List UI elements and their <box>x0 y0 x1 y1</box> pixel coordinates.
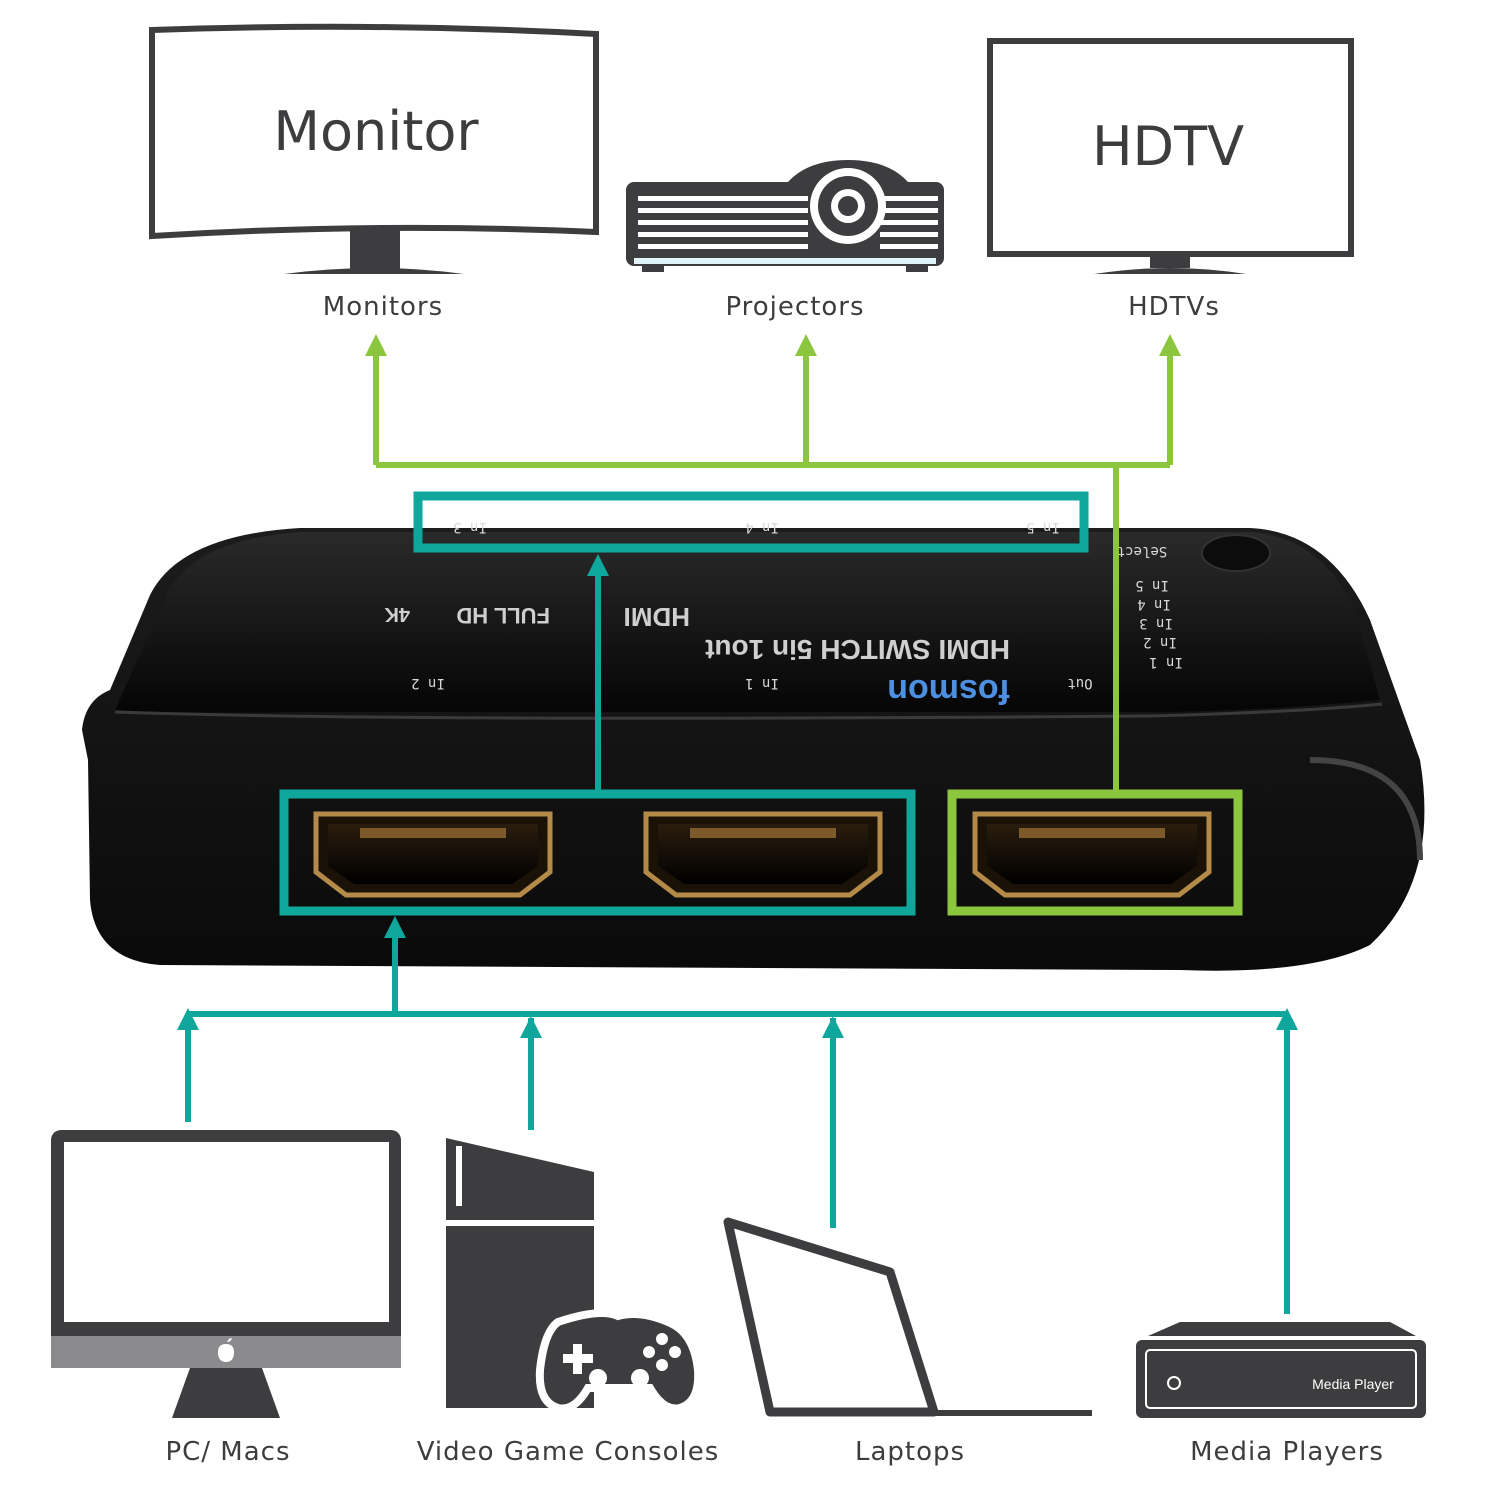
projector-output: Projectors <box>626 160 944 322</box>
port-label-in3: In 3 <box>453 519 487 535</box>
hdmi-badge: HDMI <box>624 602 690 632</box>
port-label-out: Out <box>1067 675 1092 691</box>
port-label-in2: In 2 <box>411 675 445 691</box>
input-arrows <box>185 572 1290 1314</box>
tv-icon <box>987 38 1354 257</box>
media-players-label: Media Players <box>1190 1437 1384 1467</box>
imac-stand <box>172 1368 280 1418</box>
media-player-top <box>1148 1322 1416 1336</box>
arrow-to-rear-inputs <box>587 554 609 576</box>
console-slot <box>456 1146 462 1206</box>
port-label-in1: In 1 <box>745 675 779 691</box>
laptop-icon <box>723 1217 939 1417</box>
monitor-base <box>284 268 464 274</box>
led-label-in2: In 2 <box>1143 634 1177 650</box>
apple-logo-icon <box>218 1338 234 1362</box>
arrow-to-hdtvs <box>1159 334 1181 356</box>
arrow-to-projectors <box>795 334 817 356</box>
device-top-face <box>115 532 1380 713</box>
port-label-in4: In 4 <box>745 519 779 535</box>
tv-stand <box>1150 254 1190 268</box>
brand-logo-text: fosmon <box>887 672 1010 710</box>
output-arrowheads <box>365 334 1181 356</box>
led-label-in4: In 4 <box>1137 596 1171 612</box>
media-player-source: Media Player Media Players <box>1136 1322 1426 1467</box>
power-button-icon <box>1167 1376 1181 1390</box>
product-name-text: HDMI SWITCH 5in 1out <box>705 634 1010 665</box>
input-arrowheads <box>177 554 1298 1038</box>
video-game-consoles-label: Video Game Consoles <box>417 1437 720 1467</box>
led-labels: In 5 In 4 In 3 In 2 In 1 <box>1135 577 1183 670</box>
gamepad-dpad-icon <box>563 1344 593 1374</box>
led-label-in3: In 3 <box>1139 615 1173 631</box>
rear-inputs-highlight <box>413 491 1089 553</box>
projector-light-strip <box>634 258 936 264</box>
hdtv-output: HDTV HDTVs <box>987 38 1354 322</box>
select-button <box>1201 534 1271 572</box>
4k-badge: 4K <box>384 603 410 625</box>
laptops-label: Laptops <box>855 1437 965 1467</box>
device-branding: fosmon HDMI SWITCH 5in 1out HDMI FULL HD… <box>384 602 1010 710</box>
rear-port-labels: In 3 In 4 In 5 <box>453 519 1060 535</box>
led-label-in5: In 5 <box>1135 577 1169 593</box>
full-hd-badge: FULL HD <box>456 603 550 628</box>
hdtv-screen-text: HDTV <box>1092 115 1244 178</box>
console-divider <box>446 1220 596 1226</box>
front-port-labels: In 2 In 1 Out <box>411 675 1093 691</box>
led-label-in1: In 1 <box>1149 654 1183 670</box>
monitor-screen-text: Monitor <box>273 100 479 163</box>
laptop-source: Laptops <box>723 1217 1092 1467</box>
device-edge-highlight <box>114 702 1383 720</box>
device-corner-sheen <box>1309 757 1423 861</box>
monitors-label: Monitors <box>323 292 443 322</box>
port-label-in5: In 5 <box>1026 519 1060 535</box>
media-player-icon <box>1136 1340 1426 1418</box>
projectors-label: Projectors <box>725 292 864 322</box>
media-player-badge: Media Player <box>1312 1376 1394 1392</box>
gamepad-buttons-icon <box>589 1333 681 1387</box>
game-console-source: Video Game Consoles <box>417 1138 720 1467</box>
monitor-output: Monitor Monitors <box>149 23 599 322</box>
hdtvs-label: HDTVs <box>1128 292 1220 322</box>
pc-mac-source: PC/ Macs <box>51 1130 401 1467</box>
monitor-stand <box>350 230 400 270</box>
imac-screen <box>64 1142 389 1322</box>
projector-vents <box>638 196 938 249</box>
hdmi-port-in2 <box>313 811 553 898</box>
tv-base <box>1094 268 1246 274</box>
laptop-base <box>770 1410 1092 1416</box>
hdmi-port-in1 <box>643 811 883 898</box>
select-label: Select <box>1117 543 1168 559</box>
hdmi-port-out <box>972 811 1212 898</box>
pc-macs-label: PC/ Macs <box>165 1437 290 1467</box>
curved-monitor-icon <box>149 23 599 240</box>
arrow-to-front-inputs <box>384 916 406 938</box>
arrow-to-monitors <box>365 334 387 356</box>
output-port-highlight <box>947 789 1243 916</box>
hdmi-switch-device: fosmon HDMI SWITCH 5in 1out HDMI FULL HD… <box>82 519 1425 971</box>
output-arrows <box>373 352 1173 794</box>
